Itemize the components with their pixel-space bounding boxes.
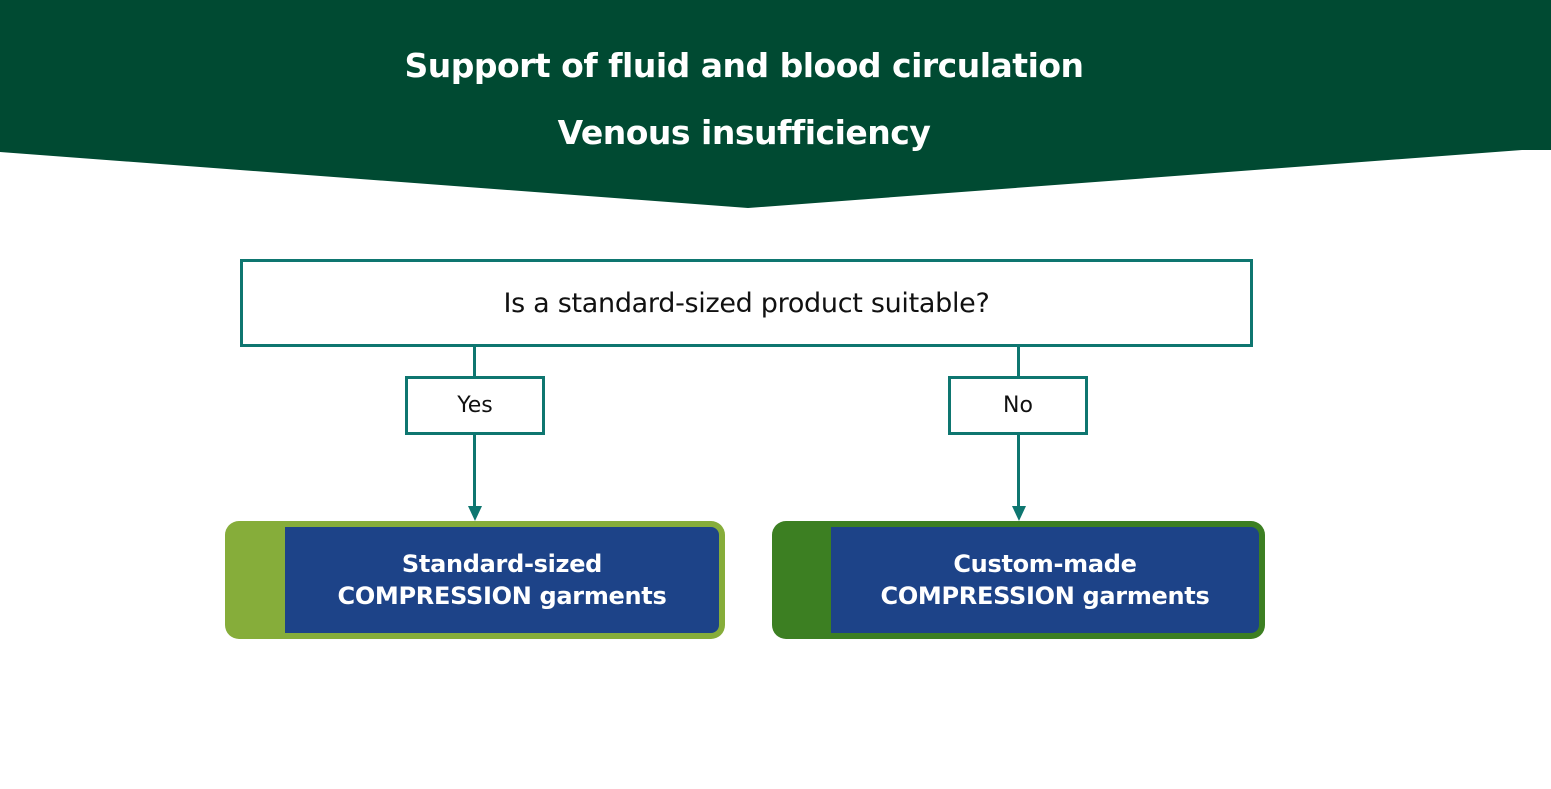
header-banner: Support of fluid and blood circulation V… <box>0 0 1551 210</box>
banner-shape <box>0 0 1551 208</box>
header-subtitle: Venous insufficiency <box>557 113 931 152</box>
connector-no-bottom <box>1017 435 1020 508</box>
arrow-yes-icon <box>468 506 482 521</box>
answer-yes-label: Yes <box>457 393 493 418</box>
result-custom-made: Custom-made COMPRESSION garments <box>772 521 1265 639</box>
question-text: Is a standard-sized product suitable? <box>503 287 990 319</box>
question-box: Is a standard-sized product suitable? <box>240 259 1253 347</box>
connector-yes-bottom <box>473 435 476 508</box>
connector-yes-top <box>473 344 476 377</box>
connector-no-top <box>1017 347 1020 377</box>
header-title: Support of fluid and blood circulation <box>404 46 1084 85</box>
result-standard-sized: Standard-sized COMPRESSION garments <box>225 521 725 639</box>
result-standard-line2: COMPRESSION garments <box>337 582 667 610</box>
arrow-no-icon <box>1012 506 1026 521</box>
answer-yes-box: Yes <box>405 376 545 435</box>
answer-no-label: No <box>1003 393 1033 418</box>
result-custom-line2: COMPRESSION garments <box>880 582 1210 610</box>
result-custom-line1: Custom-made <box>953 550 1137 578</box>
answer-no-box: No <box>948 376 1088 435</box>
result-standard-line1: Standard-sized <box>401 550 603 578</box>
